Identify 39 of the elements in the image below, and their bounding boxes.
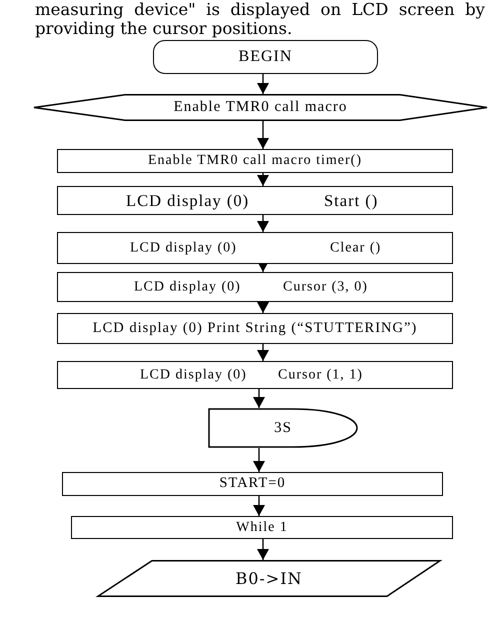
terminal-box	[153, 40, 378, 74]
process-box	[71, 516, 453, 539]
step-text: LCD display (0) Print String (“STUTTERING”)	[92, 320, 418, 336]
process-box	[62, 472, 443, 496]
process-box	[57, 272, 453, 302]
step-text: While 1	[236, 520, 288, 536]
step-text: Enable TMR0 call macro timer()	[148, 153, 362, 169]
process-box	[57, 361, 453, 389]
step-text: START=0	[219, 476, 286, 492]
input-parallelogram	[97, 560, 441, 597]
step-text: Cursor (1, 1)	[278, 367, 363, 383]
step-text: LCD display (0)	[134, 279, 241, 295]
step-text: LCD display (0)	[130, 240, 237, 256]
step-text: Clear ()	[330, 240, 382, 256]
step-text: BEGIN	[238, 48, 292, 66]
arrow	[257, 121, 269, 149]
process-box	[57, 186, 453, 215]
step-text: LCD display (0)	[140, 367, 247, 383]
step-text: LCD display (0)	[126, 191, 250, 210]
arrow	[253, 496, 265, 516]
delay-shape	[208, 408, 358, 448]
step-text: Enable TMR0 call macro	[174, 99, 348, 116]
process-box	[57, 313, 453, 344]
step-text: B0->IN	[235, 570, 303, 588]
arrow	[257, 302, 269, 313]
arrow	[257, 539, 269, 560]
arrow	[257, 215, 269, 232]
step-text: Start ()	[324, 191, 378, 210]
process-box	[57, 232, 453, 264]
arrow	[257, 344, 269, 361]
step-text: 3S	[274, 420, 292, 436]
step-text: Cursor (3, 0)	[283, 279, 368, 295]
preparation-hexagon	[33, 94, 488, 121]
body-text: measuring device" is displayed on LCD screen by providing the cursor positions.	[35, 0, 485, 38]
arrow	[257, 74, 269, 94]
process-box	[57, 149, 453, 173]
arrow	[253, 389, 265, 408]
arrow	[257, 173, 269, 186]
arrow	[253, 448, 265, 472]
